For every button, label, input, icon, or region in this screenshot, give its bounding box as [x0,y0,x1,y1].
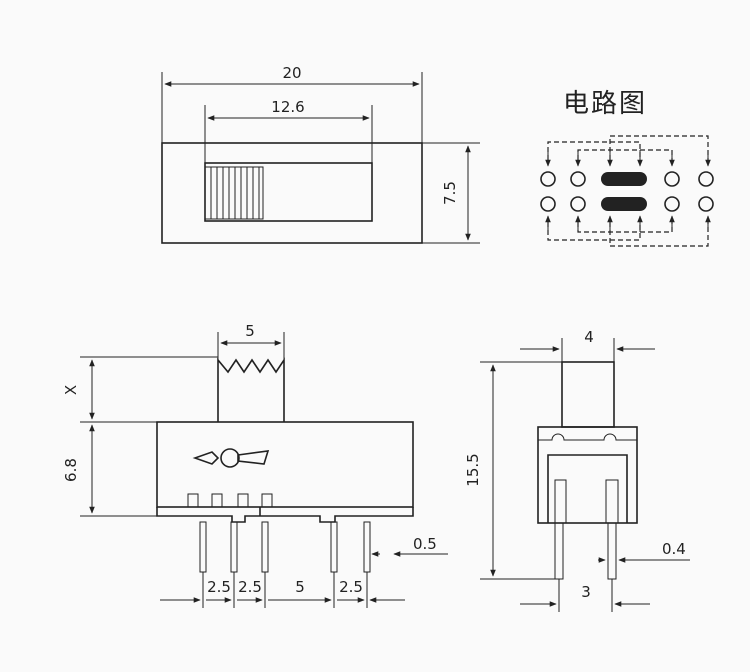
side-detail-line [538,433,637,441]
circuit-title: 电路图 [563,89,647,119]
dim-pitch-d: 2.5 [339,578,363,596]
dim-total-height: 15.5 [464,453,482,486]
dim-handle-height: X [62,385,80,395]
switch-bar-bottom [601,197,647,211]
pin-tabs [187,493,273,508]
knob-ribs [210,167,260,219]
dim-pitch-a: 2.5 [207,578,231,596]
slider-knob [204,166,264,220]
top-view: 20 12.6 7.5 [161,64,480,244]
dim-top-height: 7.5 [441,181,459,205]
switch-bar-top [601,172,647,186]
side-view: 4 15.5 0.4 3 [464,328,690,612]
contact-blade [237,450,270,465]
contact-pivot [220,448,240,468]
front-body [156,421,414,508]
side-handle [561,361,615,428]
front-pins [199,521,371,573]
side-pin-right [607,522,617,580]
front-base [156,507,414,523]
dim-pitch-b: 2.5 [238,578,262,596]
slider-window [204,162,373,222]
contact-spring [192,451,220,465]
side-pin-left [554,522,564,580]
top-body-outline [161,142,423,244]
side-pin-right-top [605,479,619,523]
side-body [537,426,638,524]
front-view: 5 X 6.8 0.5 2.5 2.5 5 2.5 [62,322,448,608]
dim-side-handle-width: 4 [584,328,594,346]
dim-pin-thickness: 0.5 [413,535,437,553]
dim-side-pin-spacing: 3 [581,583,591,601]
side-inner-frame [547,454,628,523]
side-pin-left-top [554,479,567,523]
dim-top-width: 20 [282,64,301,82]
dim-pitch-c: 5 [295,578,305,596]
circuit-contacts [540,171,714,212]
dim-side-pin-thickness: 0.4 [662,540,686,558]
dim-handle-width: 5 [245,322,255,340]
dim-body-height: 6.8 [62,458,80,482]
dim-slider-width: 12.6 [271,98,304,116]
circuit-diagram: 电路图 [540,89,714,247]
front-handle [217,357,285,422]
